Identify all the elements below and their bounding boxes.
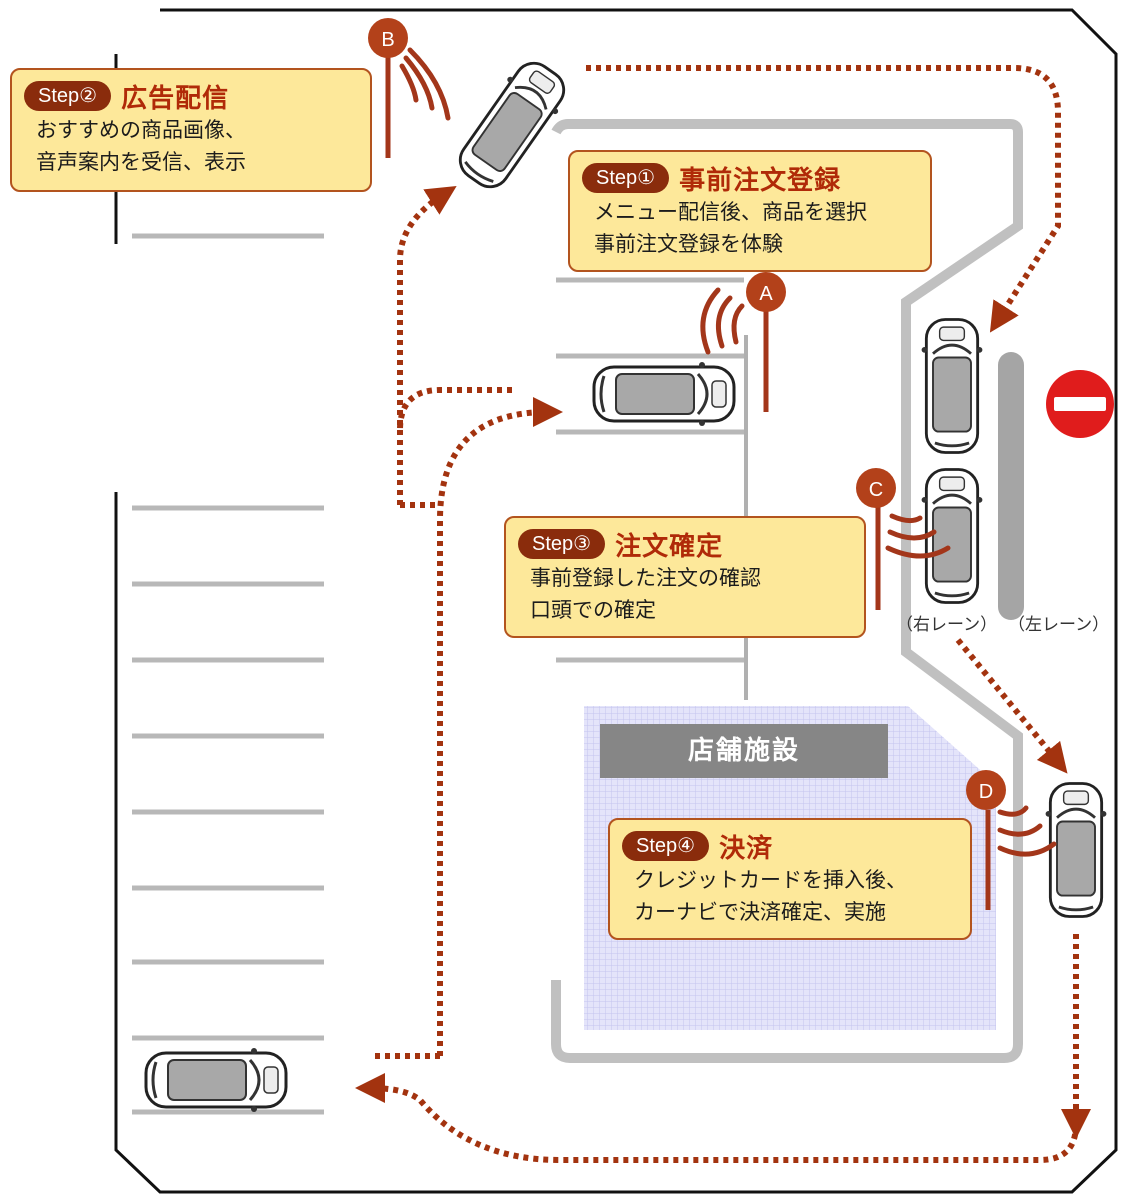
step4-line-2: カーナビで決済確定、実施: [634, 900, 886, 924]
callout-step2: Step② 広告配信 おすすめの商品画像、 音声案内を受信、表示: [10, 68, 372, 192]
inner-road-curb: [551, 119, 1023, 1063]
step1-line-1: メニュー配信後、商品を選択: [594, 200, 867, 224]
step2-line-2: 音声案内を受信、表示: [36, 150, 246, 174]
step2-title: 広告配信: [121, 83, 230, 114]
car-icon: [920, 318, 984, 454]
callout-step4: Step④ 決済 クレジットカードを挿入後、 カーナビで決済確定、実施: [608, 818, 972, 940]
marker-c-label: C: [869, 479, 883, 501]
car-icon: [1044, 782, 1108, 918]
car-icon: [144, 1046, 288, 1114]
antenna-poles: [385, 52, 991, 910]
step3-line-1: 事前登録した注文の確認: [530, 566, 761, 590]
wireless-signal-icon: [997, 805, 1057, 857]
marker-b-label: B: [381, 29, 394, 51]
wireless-signal-icon: [399, 47, 451, 121]
wireless-signal-icon: [700, 287, 745, 355]
center-median: [998, 352, 1024, 620]
marker-c: C: [856, 468, 896, 508]
step2-line-1: おすすめの商品画像、: [36, 118, 246, 142]
step4-pill: Step④: [622, 831, 710, 861]
step4-title: 決済: [719, 833, 774, 864]
parking-lines-left: [132, 233, 324, 1115]
callout-step3: Step③ 注文確定 事前登録した注文の確認 口頭での確定: [504, 516, 866, 638]
step3-title: 注文確定: [615, 531, 724, 562]
marker-b: B: [368, 18, 408, 58]
store-facility-label: 店舗施設: [600, 724, 888, 778]
step4-line-1: クレジットカードを挿入後、: [634, 868, 907, 892]
step1-title: 事前注文登録: [679, 165, 842, 196]
marker-a: A: [746, 272, 786, 312]
wireless-signal-icon: [885, 513, 951, 559]
marker-a-label: A: [759, 283, 773, 305]
route-dotted: [355, 65, 1091, 1163]
left-lane-label: （左レーン）: [1008, 615, 1110, 635]
marker-d: D: [966, 770, 1006, 810]
step1-pill: Step①: [582, 163, 670, 193]
step3-line-2: 口頭での確定: [530, 598, 656, 622]
no-entry-icon: [1046, 370, 1114, 438]
right-lane-label: （右レーン）: [896, 615, 998, 635]
car-icon: [592, 360, 736, 428]
callout-step1: Step① 事前注文登録 メニュー配信後、商品を選択 事前注文登録を体験: [568, 150, 932, 272]
step3-pill: Step③: [518, 529, 606, 559]
marker-d-label: D: [979, 781, 993, 803]
step1-line-2: 事前注文登録を体験: [594, 232, 783, 256]
step2-pill: Step②: [24, 81, 112, 111]
parking-lines-center: [556, 277, 744, 663]
